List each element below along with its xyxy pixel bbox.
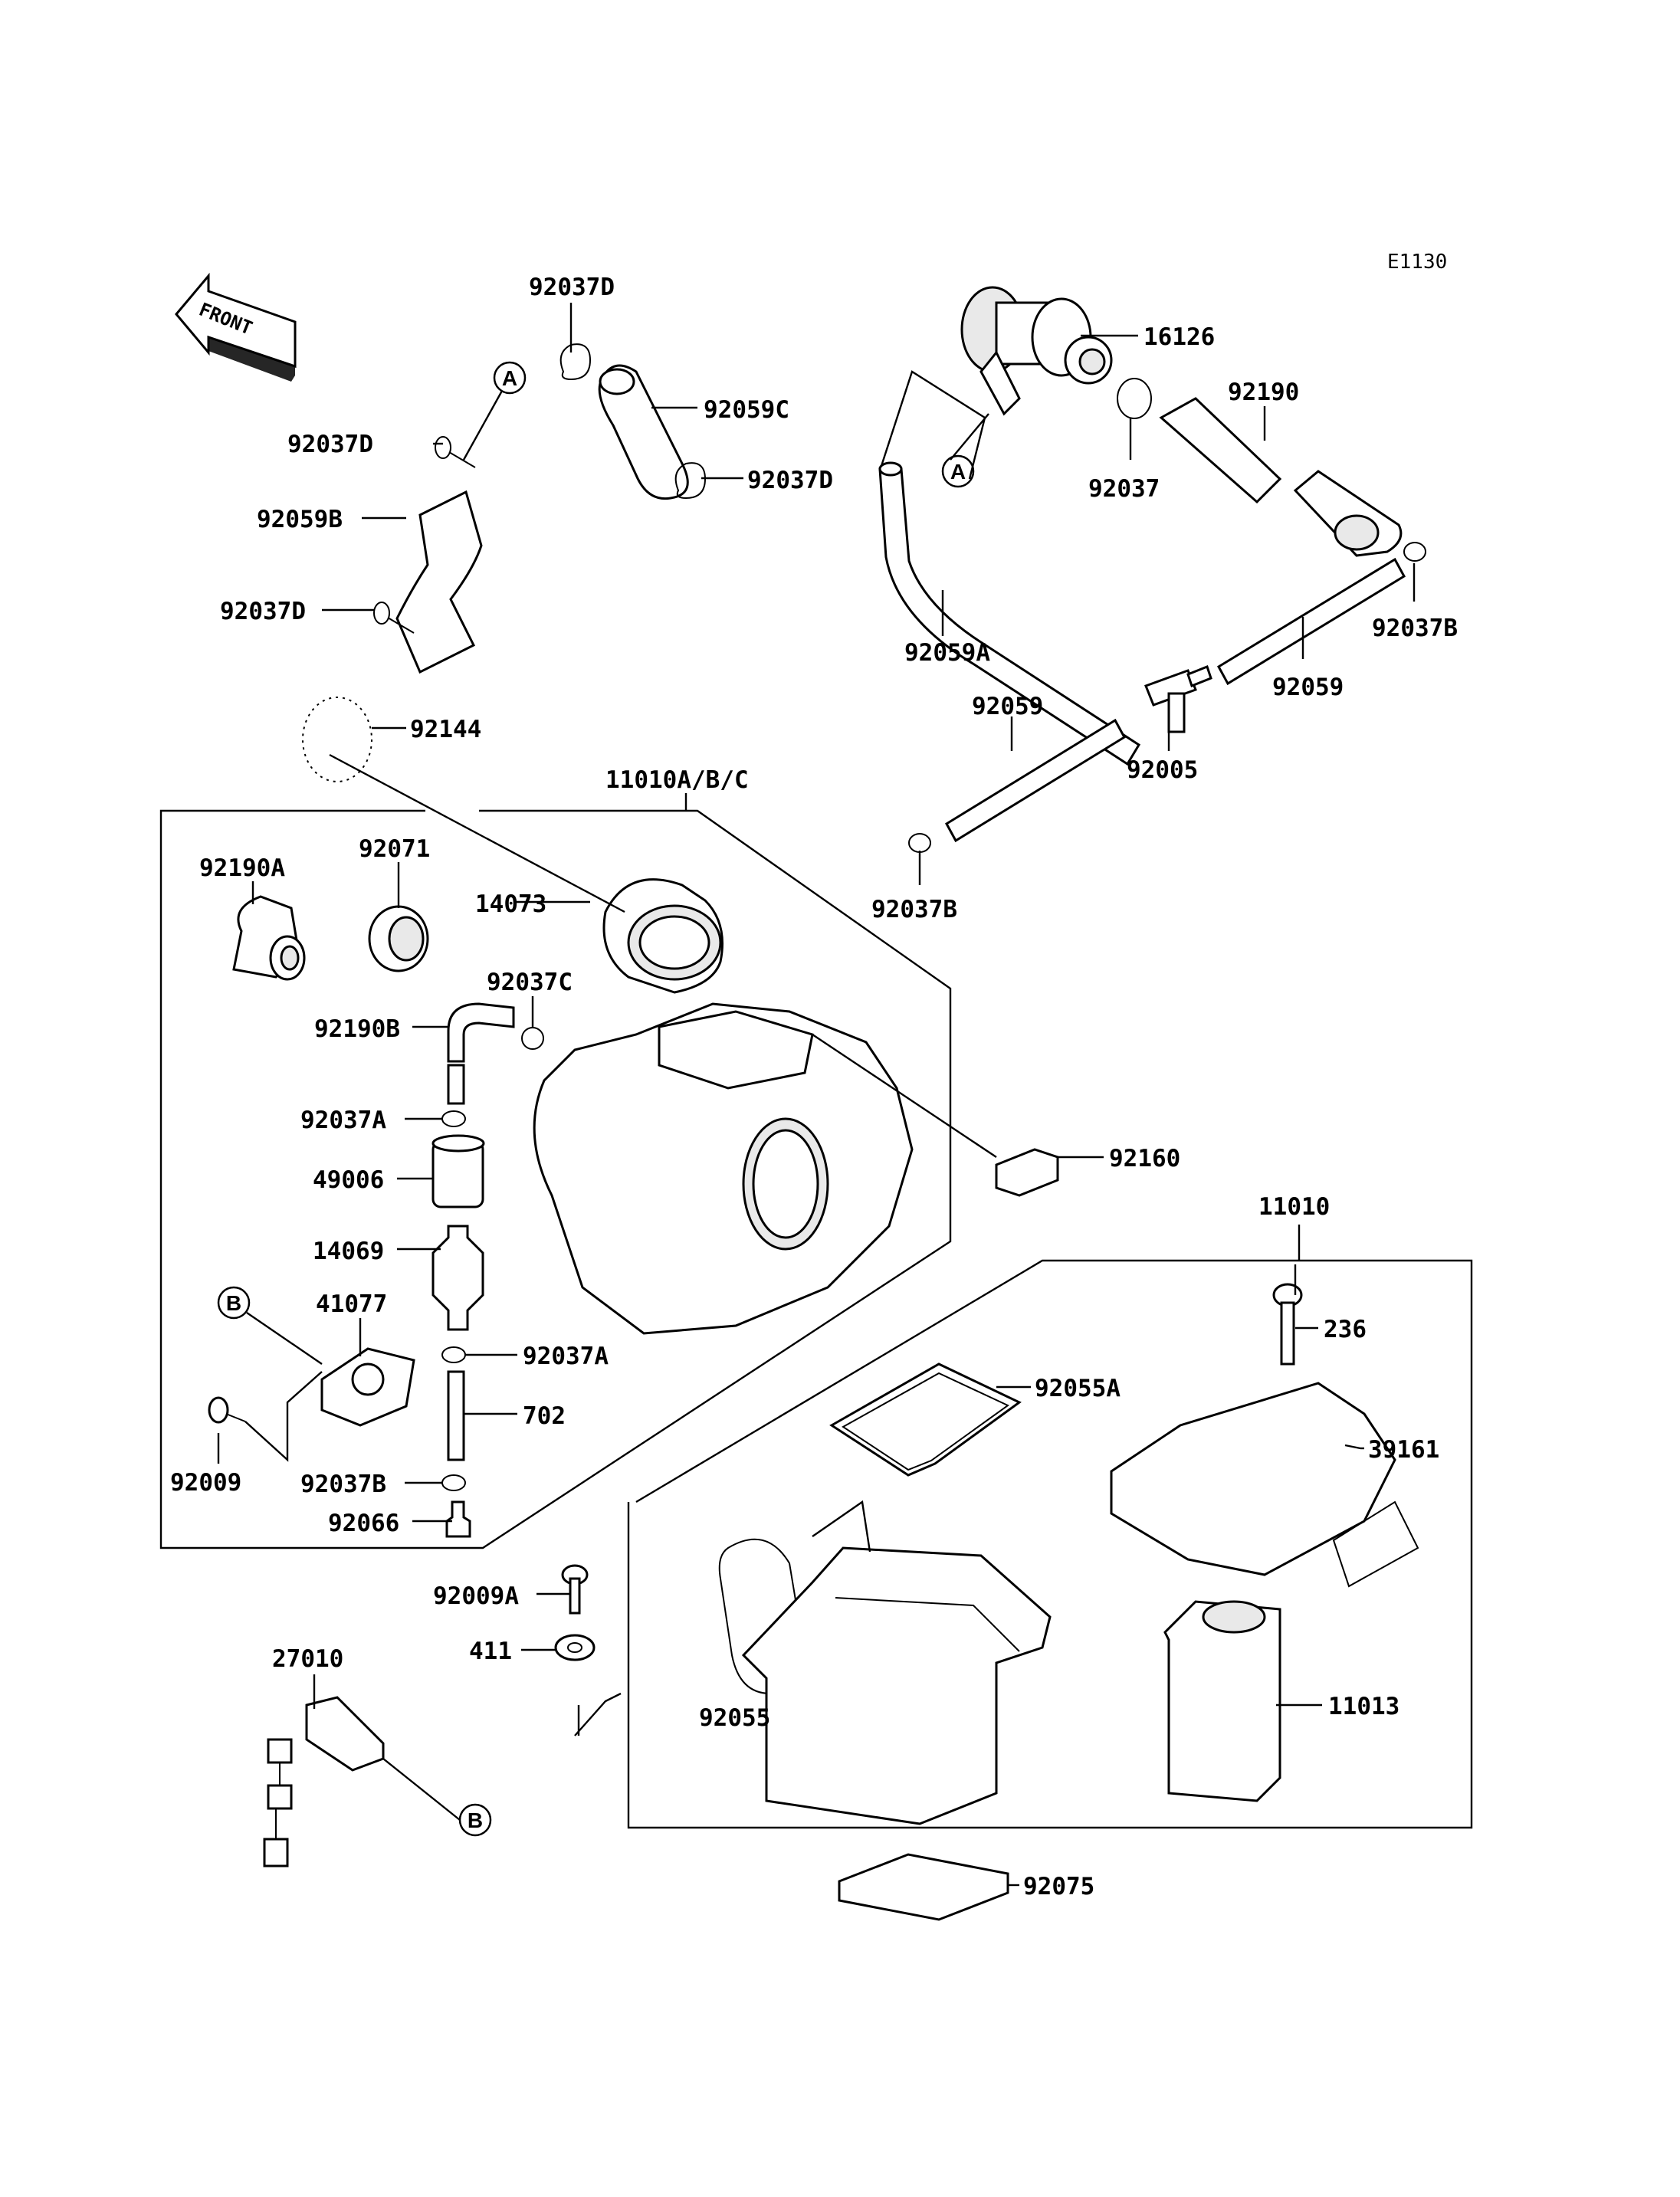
part-labels: 92037D 92037D 92059C 92037D 92059B 92037… bbox=[170, 274, 1458, 1900]
gasket-92055A bbox=[829, 1362, 1022, 1477]
svg-text:B: B bbox=[226, 1291, 241, 1315]
ref-bubble-b-bottom: B bbox=[458, 1803, 492, 1837]
clamp-92037D-top bbox=[559, 343, 592, 381]
svg-text:A: A bbox=[950, 460, 966, 484]
label-92160: 92160 bbox=[1109, 1145, 1180, 1172]
label-92037A-2: 92037A bbox=[523, 1343, 609, 1370]
label-411: 411 bbox=[469, 1638, 512, 1665]
block-92160 bbox=[995, 1148, 1059, 1197]
label-702: 702 bbox=[523, 1402, 566, 1430]
label-14069: 14069 bbox=[313, 1238, 384, 1265]
plate-41077 bbox=[320, 1347, 415, 1427]
grommet-92071 bbox=[368, 905, 429, 972]
leader-lines bbox=[217, 303, 1416, 1887]
label-92071: 92071 bbox=[359, 835, 430, 863]
label-92059A: 92059A bbox=[904, 639, 990, 667]
svg-text:B: B bbox=[468, 1808, 483, 1832]
duct-14073 bbox=[602, 878, 724, 994]
airbox-housing bbox=[533, 1002, 914, 1335]
label-41077: 41077 bbox=[316, 1290, 387, 1318]
label-92037A-1: 92037A bbox=[300, 1107, 386, 1134]
clamp-92037B-right bbox=[1403, 542, 1426, 562]
label-92037: 92037 bbox=[1088, 475, 1160, 503]
label-92037D-left2: 92037D bbox=[220, 598, 306, 625]
clamp-92037C bbox=[521, 1027, 544, 1050]
cover-39161 bbox=[1110, 1382, 1419, 1588]
hose-92190B bbox=[447, 1002, 515, 1105]
elbow-92190A bbox=[232, 895, 306, 981]
pad-92075 bbox=[838, 1853, 1009, 1921]
clamp-92037A-1 bbox=[441, 1110, 466, 1127]
ring-92144 bbox=[302, 697, 372, 782]
hose-92059C bbox=[598, 364, 689, 500]
hose-92059-mid bbox=[945, 718, 1126, 843]
screw-92009 bbox=[208, 1396, 246, 1424]
label-11013: 11013 bbox=[1328, 1693, 1399, 1720]
label-14073: 14073 bbox=[475, 890, 546, 918]
label-92037D-left1: 92037D bbox=[287, 431, 373, 458]
ref-bubble-a-right: A bbox=[941, 454, 975, 488]
clamp-92037B-3 bbox=[441, 1474, 466, 1491]
screw-92009A bbox=[561, 1564, 589, 1615]
hose-92059B bbox=[395, 490, 483, 674]
label-27010: 27010 bbox=[272, 1645, 343, 1673]
filter-49006 bbox=[431, 1134, 485, 1208]
label-11010: 11010 bbox=[1258, 1193, 1330, 1221]
label-92059-mid: 92059 bbox=[972, 693, 1043, 720]
hose-92190 bbox=[1159, 397, 1403, 557]
tube-702 bbox=[447, 1370, 465, 1461]
filter-14069 bbox=[431, 1225, 484, 1331]
label-92037B-low: 92037B bbox=[871, 896, 957, 923]
element-11013 bbox=[1163, 1600, 1281, 1802]
label-92009: 92009 bbox=[170, 1469, 241, 1497]
label-92055A: 92055A bbox=[1035, 1375, 1121, 1402]
label-92037B-3: 92037B bbox=[300, 1471, 386, 1498]
valve-16126 bbox=[960, 286, 1113, 416]
clamp-92037 bbox=[1117, 378, 1152, 419]
tee-92005 bbox=[1144, 665, 1212, 733]
label-92190: 92190 bbox=[1228, 379, 1299, 406]
front-arrow-icon: FRONT bbox=[175, 272, 297, 382]
switch-27010 bbox=[263, 1696, 385, 1867]
label-92009A: 92009A bbox=[433, 1582, 519, 1610]
ref-bubble-a-left: A bbox=[493, 361, 527, 395]
plug-92066 bbox=[445, 1500, 471, 1538]
label-49006: 49006 bbox=[313, 1166, 384, 1194]
box-outline-11010 bbox=[627, 1259, 1473, 1829]
label-92037D-right: 92037D bbox=[747, 467, 833, 494]
label-39161: 39161 bbox=[1368, 1436, 1439, 1464]
case-lower bbox=[741, 1546, 1052, 1825]
label-92059C: 92059C bbox=[704, 396, 789, 424]
diagram-code: E1130 bbox=[1387, 251, 1447, 274]
label-92075: 92075 bbox=[1023, 1873, 1094, 1900]
label-92059B: 92059B bbox=[257, 506, 343, 533]
label-16126: 16126 bbox=[1144, 323, 1215, 351]
box-outline-11010ABC bbox=[159, 809, 952, 1549]
label-92037B-right: 92037B bbox=[1372, 615, 1458, 642]
washer-411 bbox=[554, 1634, 596, 1661]
label-92190B: 92190B bbox=[314, 1015, 400, 1043]
clamp-92037D-left2 bbox=[373, 602, 415, 634]
clamp-92037B-low bbox=[908, 833, 931, 853]
clamp-92037D-left1 bbox=[435, 436, 476, 468]
label-92005: 92005 bbox=[1127, 756, 1198, 784]
clamp-92037A-2 bbox=[441, 1346, 466, 1363]
label-236: 236 bbox=[1324, 1316, 1367, 1343]
label-11010ABC: 11010A/B/C bbox=[605, 766, 749, 794]
label-92059-right: 92059 bbox=[1272, 674, 1344, 701]
label-92144: 92144 bbox=[410, 716, 481, 743]
label-92037C: 92037C bbox=[487, 969, 573, 996]
svg-text:A: A bbox=[502, 366, 517, 390]
label-92190A: 92190A bbox=[199, 854, 285, 882]
label-92055: 92055 bbox=[699, 1704, 770, 1732]
ref-bubble-b-top: B bbox=[217, 1286, 251, 1320]
label-92066: 92066 bbox=[328, 1510, 399, 1537]
bolt-236 bbox=[1272, 1283, 1303, 1366]
hose-92059-right bbox=[1216, 557, 1406, 686]
label-92037D-top: 92037D bbox=[529, 274, 615, 301]
